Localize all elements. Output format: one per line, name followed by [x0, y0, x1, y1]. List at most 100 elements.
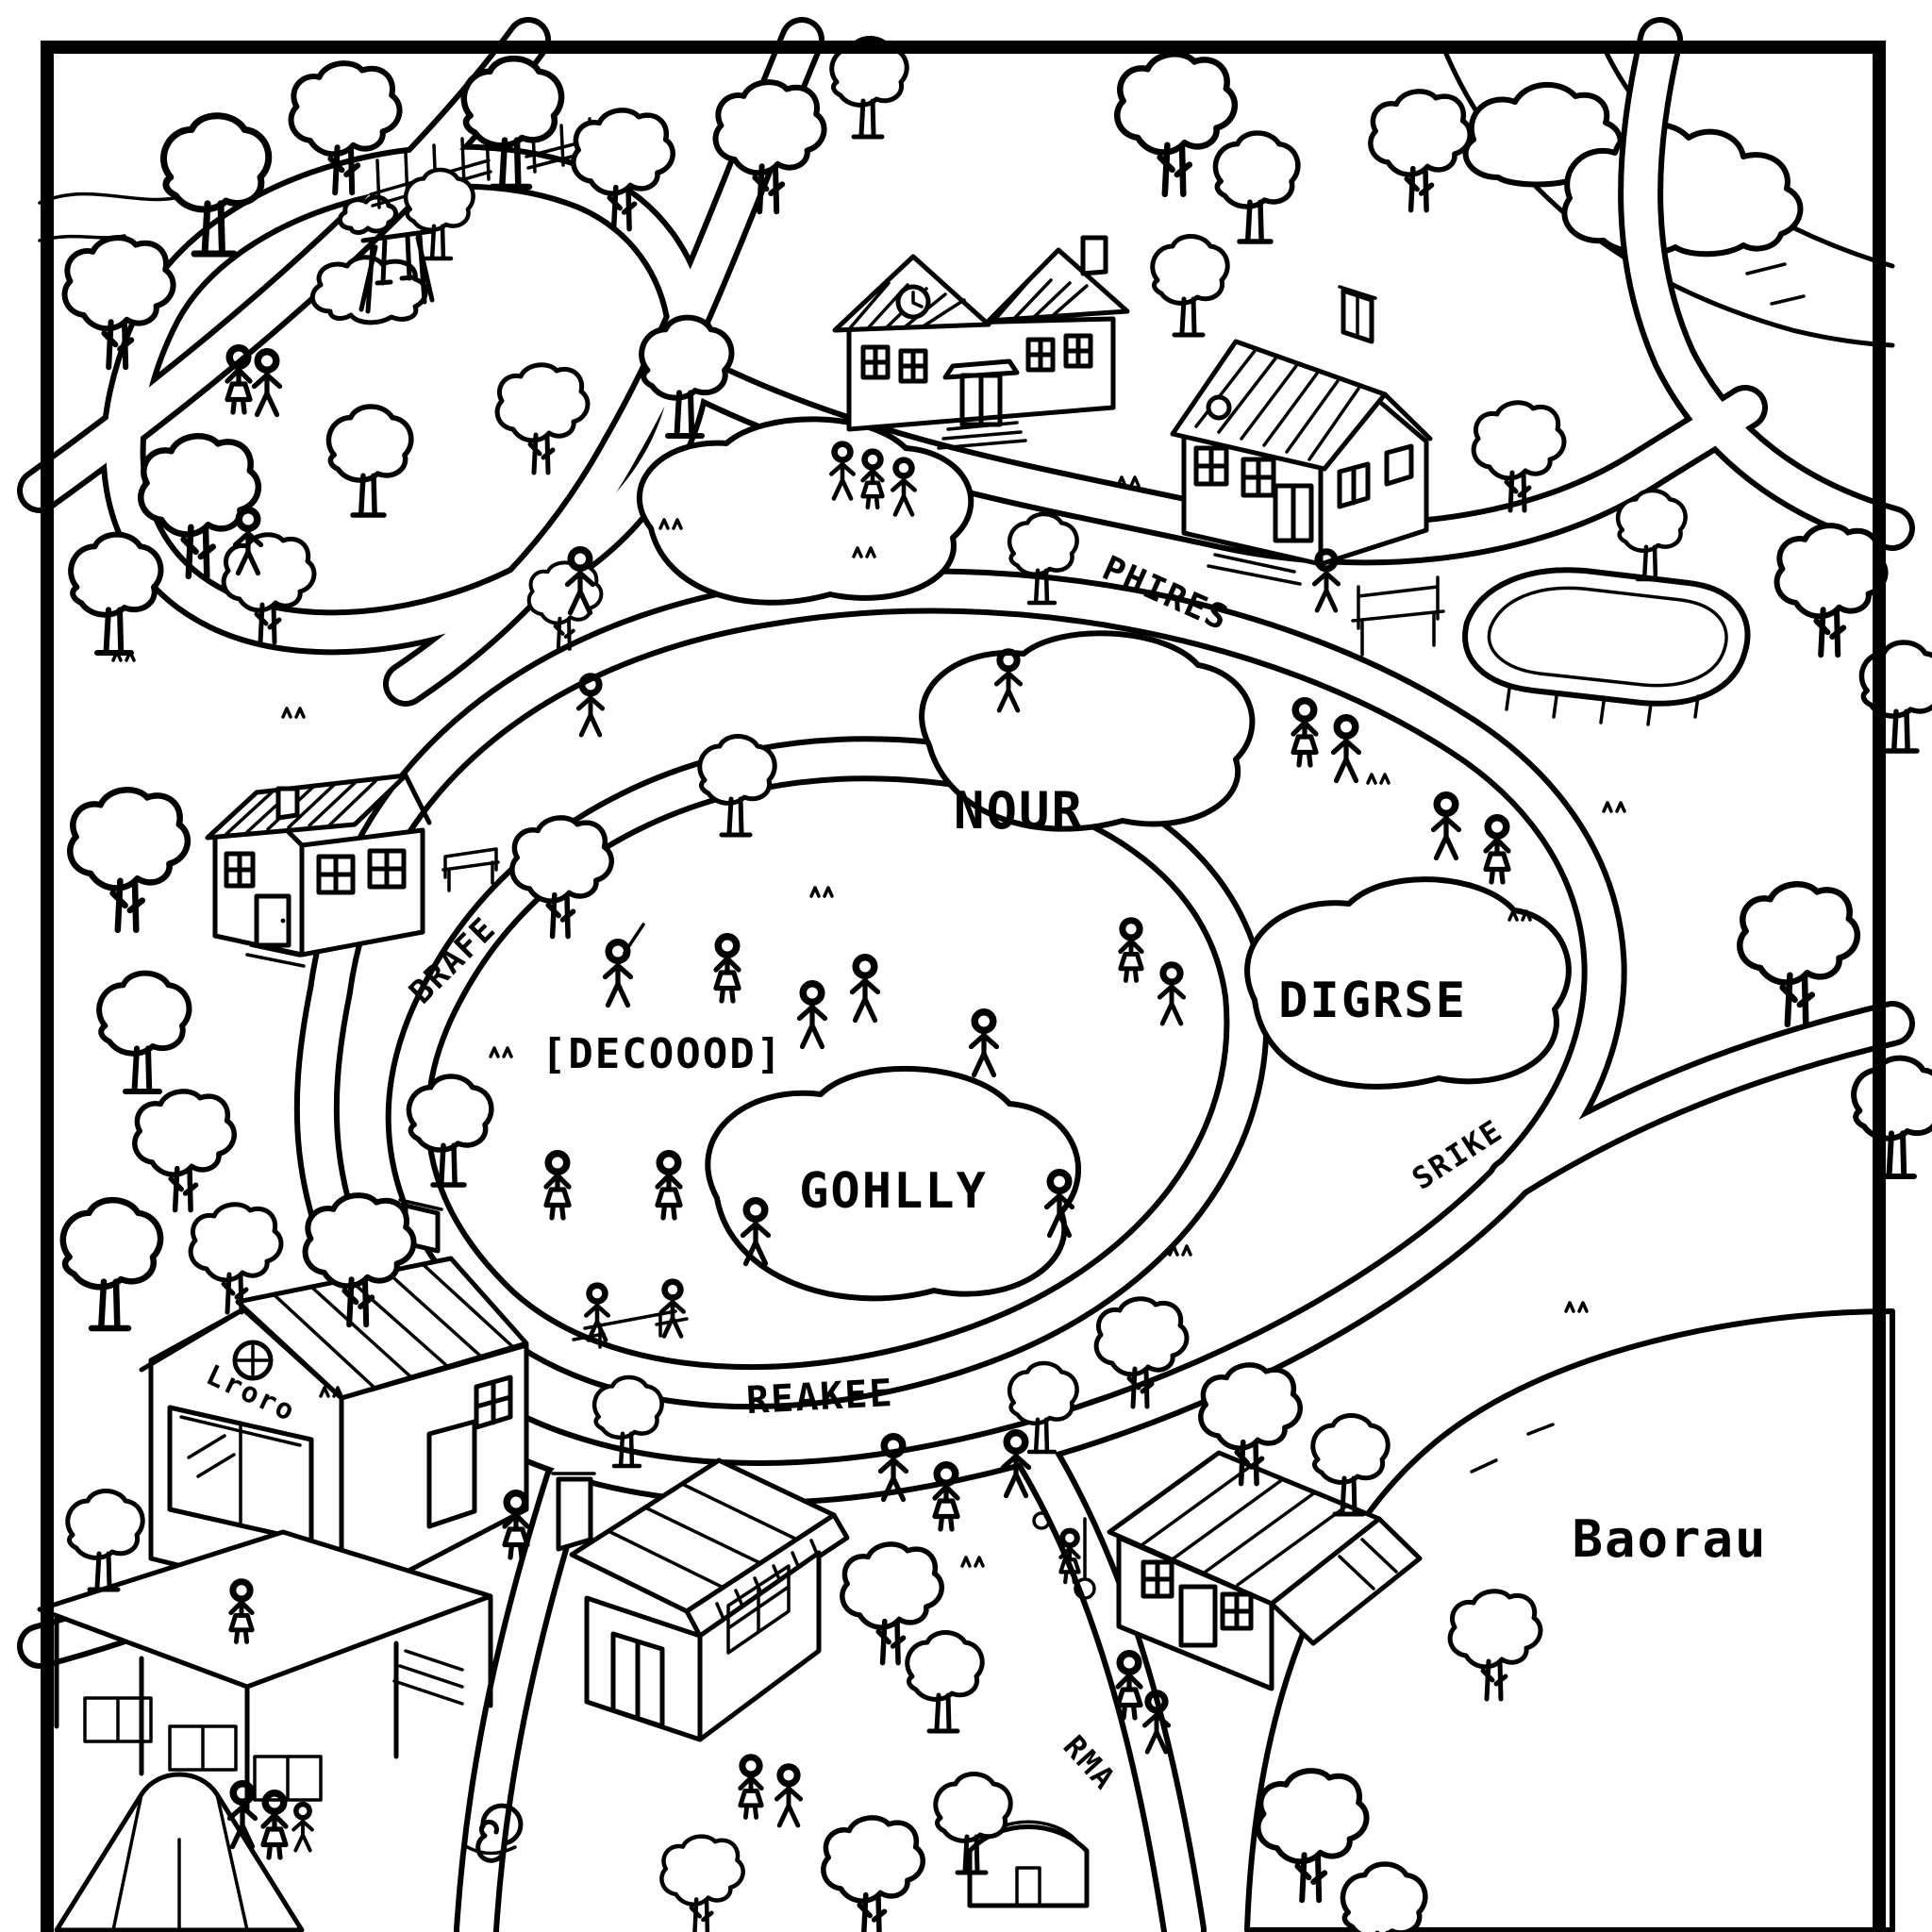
benches	[441, 575, 1445, 1349]
person	[1293, 701, 1316, 765]
person	[1159, 965, 1183, 1024]
person	[1334, 718, 1359, 781]
house-left	[205, 773, 432, 968]
roof-stripes	[1140, 1464, 1349, 1587]
tree	[68, 1491, 142, 1591]
tree	[1854, 1058, 1932, 1176]
lamp	[1074, 1577, 1096, 1600]
ponds	[636, 416, 1572, 1302]
deck-posts	[54, 1595, 493, 1814]
pond-digrse	[1244, 876, 1572, 1090]
roof-stripes	[607, 1482, 799, 1590]
person	[972, 1012, 997, 1075]
attic-window	[1206, 394, 1232, 421]
swing-set	[358, 228, 435, 314]
lake-label-baorau: Baorau	[1572, 1509, 1767, 1569]
tree	[1861, 642, 1932, 751]
side-window	[474, 1374, 513, 1430]
tree	[1153, 237, 1227, 336]
windows	[224, 848, 407, 895]
lake	[1244, 1308, 1895, 1932]
tree	[908, 1633, 982, 1732]
school-windows	[860, 333, 1093, 384]
decorations	[111, 475, 1626, 1863]
tree	[70, 790, 188, 930]
side-window	[726, 1564, 791, 1655]
school-chimney	[1080, 235, 1108, 276]
ball	[1032, 1511, 1051, 1530]
tree	[1215, 133, 1297, 242]
playground	[309, 194, 435, 325]
tree	[824, 1818, 923, 1932]
deck-railing	[83, 1696, 323, 1802]
person	[658, 1154, 680, 1218]
camping-tent	[54, 1772, 305, 1932]
school-steps	[937, 421, 1027, 450]
person	[578, 676, 602, 735]
pond	[636, 416, 974, 606]
page-border	[41, 41, 1886, 1932]
tree	[497, 365, 588, 473]
tree	[661, 1837, 742, 1932]
bench	[1351, 575, 1445, 657]
person	[661, 1282, 683, 1337]
chimney	[275, 786, 300, 821]
roof-stripes	[272, 1262, 515, 1391]
tree	[99, 974, 189, 1091]
person	[586, 1286, 608, 1341]
chimney	[556, 1476, 593, 1552]
tree	[406, 170, 474, 258]
tree	[700, 737, 774, 836]
picnic-table	[572, 1309, 689, 1349]
lodge-bottom-left	[37, 1198, 529, 1814]
windows	[1141, 1559, 1254, 1631]
pond-gohlly	[705, 1065, 1081, 1302]
gable-wall	[1269, 1516, 1423, 1646]
school-building	[832, 235, 1130, 450]
person	[263, 1793, 286, 1857]
door	[254, 893, 291, 948]
tree	[512, 818, 611, 937]
tree	[135, 1091, 234, 1210]
person	[853, 958, 878, 1021]
pond-label-digrse: DIGRSE	[1278, 973, 1467, 1029]
tree	[63, 1200, 160, 1328]
person	[776, 1767, 800, 1825]
deck-stairs	[392, 1649, 464, 1706]
double-door	[610, 1631, 665, 1729]
person	[716, 937, 739, 1001]
tree	[71, 535, 160, 653]
tree	[1777, 525, 1886, 655]
pond-label-nour: NOUR	[954, 781, 1084, 841]
skating-rink	[1462, 567, 1751, 726]
tree	[1618, 491, 1686, 579]
house-bottom-right	[1074, 1450, 1423, 1691]
bench	[441, 847, 500, 892]
pond-nour	[919, 630, 1256, 832]
bush	[337, 194, 398, 235]
steps	[1207, 541, 1302, 586]
person	[741, 1757, 761, 1818]
tree	[328, 407, 410, 515]
grass-tufts	[111, 475, 1626, 1568]
person	[255, 352, 280, 415]
lawn-label-decoood: [DECOOOD]	[541, 1030, 783, 1078]
road-label-reakee: REAKEE	[745, 1372, 895, 1423]
tree	[1371, 92, 1470, 210]
person	[800, 984, 825, 1047]
side-door	[426, 1419, 477, 1529]
pond-label-gohlly: GOHLLY	[799, 1163, 988, 1220]
swirl	[475, 1803, 524, 1863]
roof-stripes	[1194, 349, 1360, 461]
garden-shed	[967, 1820, 1090, 1908]
shop-bottom-center	[551, 1457, 850, 1742]
tree	[1740, 884, 1857, 1024]
door	[1273, 483, 1314, 543]
side-wall	[299, 827, 425, 958]
road-label-rma: RMA	[1057, 1728, 1124, 1797]
person	[1486, 818, 1508, 882]
house-top-right	[1170, 285, 1433, 586]
door	[1178, 1584, 1218, 1648]
